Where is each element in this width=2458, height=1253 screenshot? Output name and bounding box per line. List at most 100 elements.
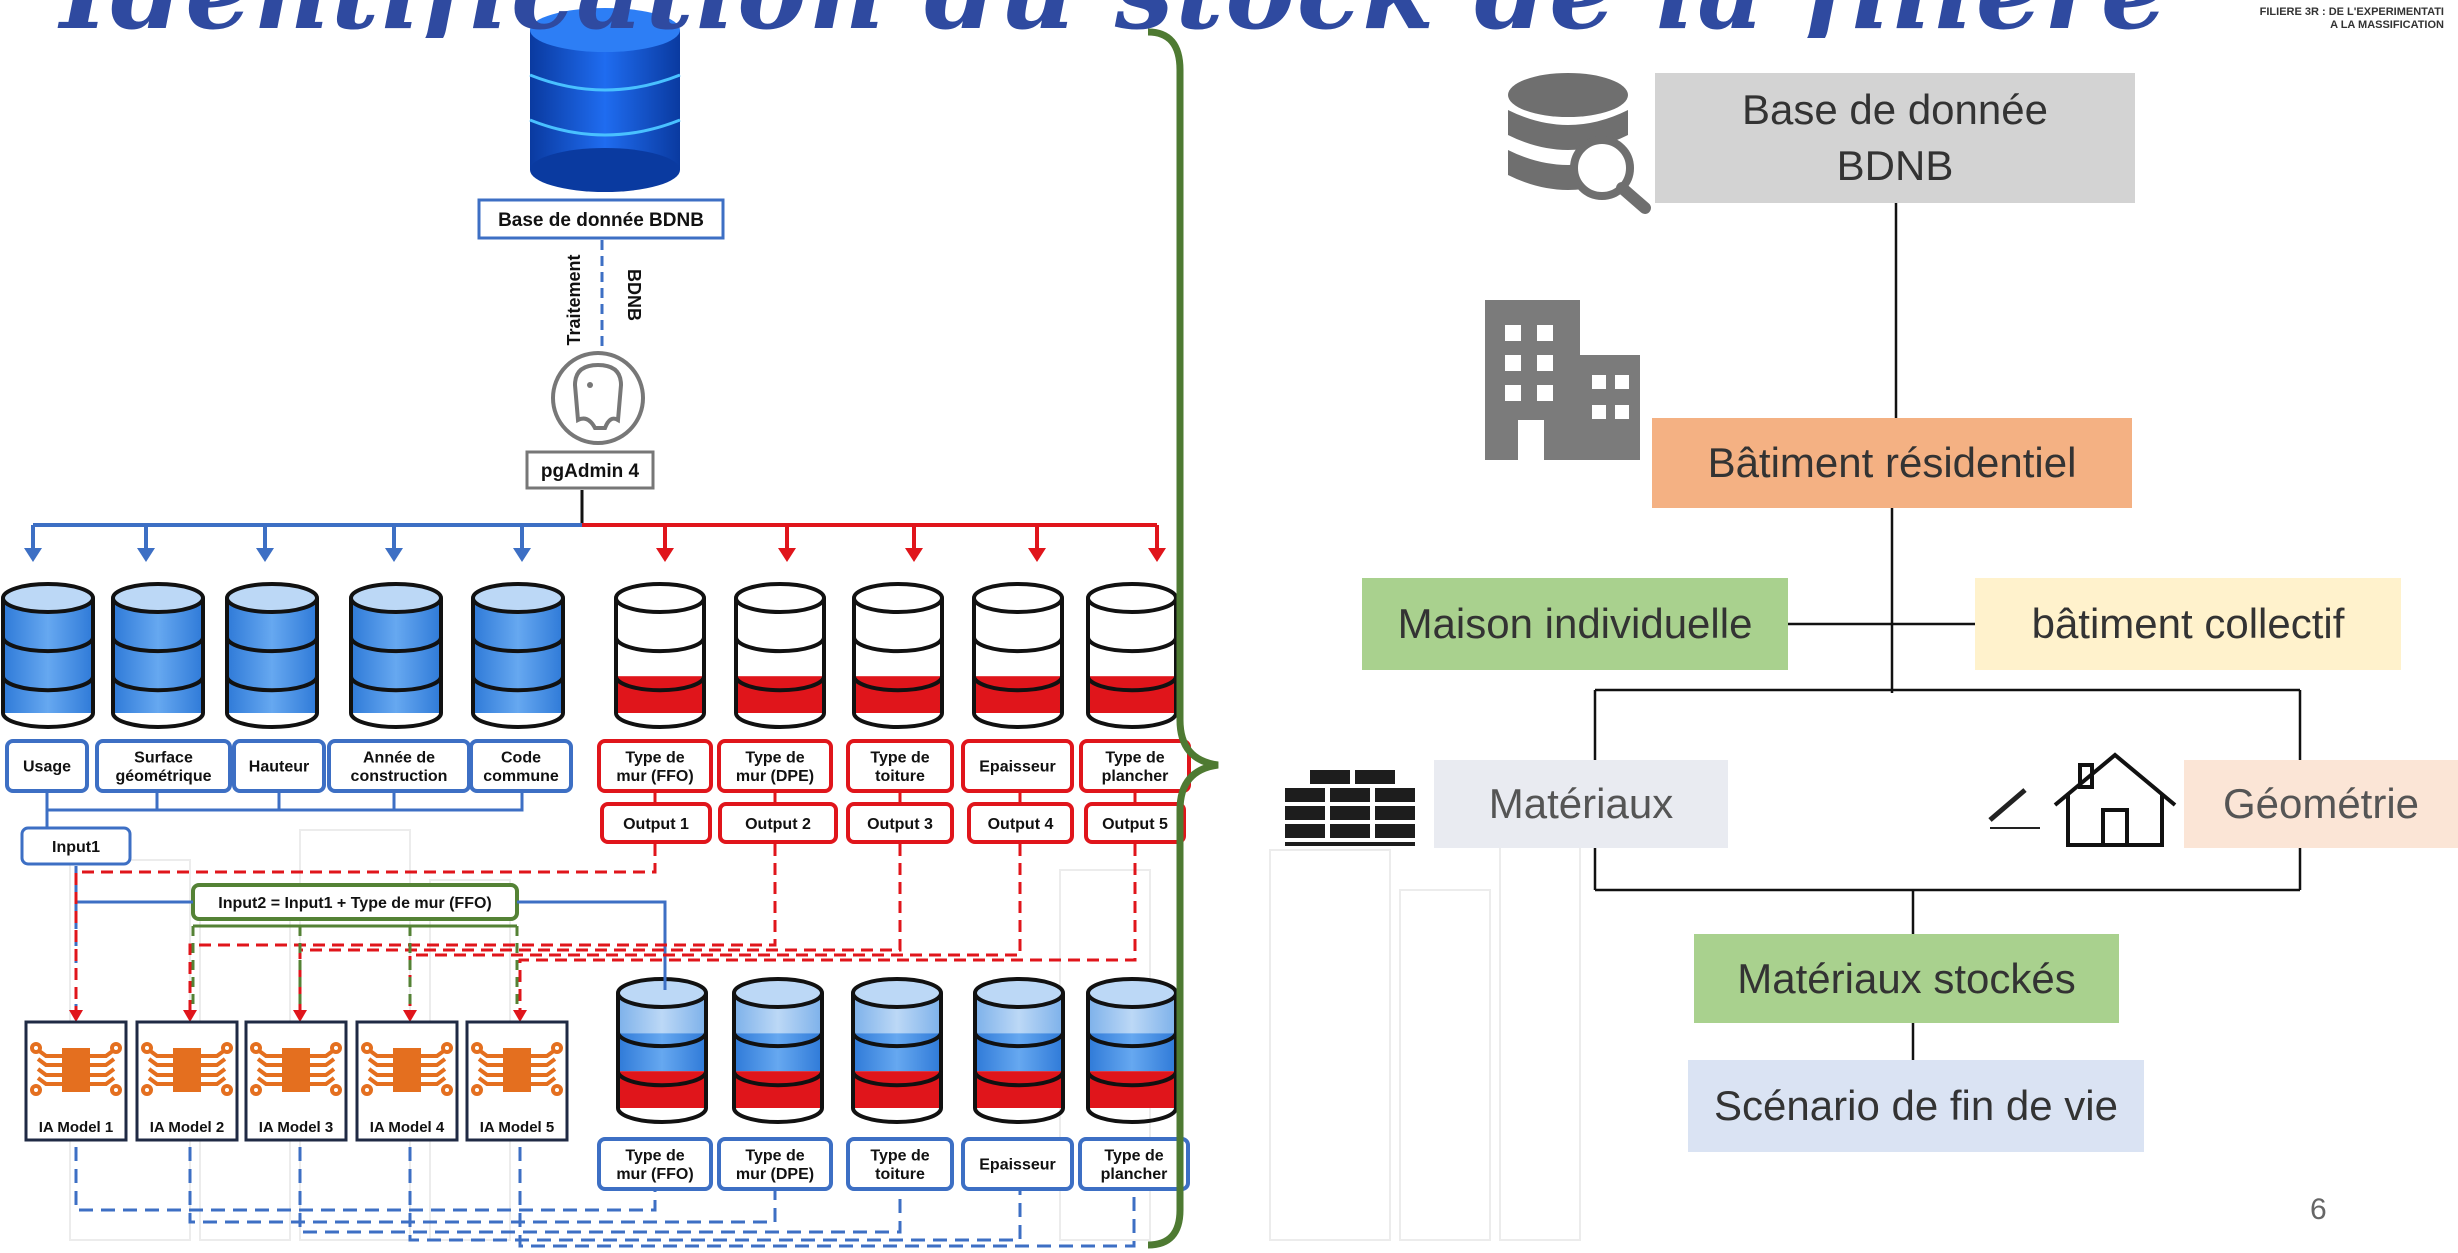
predicted-target-box-label: Type de — [870, 1147, 929, 1164]
slide-title-clip: Identification du stock de la filière d'… — [0, 0, 2200, 38]
input-feature-box-label: construction — [351, 768, 448, 785]
output-box-label: Output 4 — [988, 816, 1054, 833]
grouping-bracket — [1147, 28, 1219, 1249]
node-materiaux-stockes: Matériaux stockés — [1694, 934, 2119, 1023]
ia-model-box: IA Model 1 — [24, 1020, 128, 1142]
target-box-label: mur (DPE) — [736, 768, 814, 785]
output-box: Output 1 — [600, 802, 712, 844]
pgadmin-box — [525, 450, 655, 490]
predicted-target-box-label: mur (DPE) — [736, 1166, 814, 1183]
node-maison-individuelle: Maison individuelle — [1362, 578, 1788, 670]
pgadmin-label: pgAdmin 4 — [541, 461, 640, 482]
ia-model-label: IA Model 1 — [39, 1119, 113, 1136]
bdnb-database-icon — [529, 8, 681, 192]
node-scenario-label: Scénario de fin de vie — [1714, 1082, 2118, 1129]
input-feature-box-label: commune — [483, 768, 559, 785]
predicted-target-box-label: mur (FFO) — [616, 1166, 693, 1183]
ia-model-box: IA Model 5 — [465, 1020, 569, 1142]
ia-model-box: IA Model 4 — [355, 1020, 459, 1142]
ia-model-label: IA Model 4 — [370, 1119, 445, 1136]
node-stockes-label: Matériaux stockés — [1737, 954, 2076, 1002]
node-collectif-label: bâtiment collectif — [2031, 600, 2345, 647]
predicted-db-cylinder — [1086, 977, 1178, 1124]
output-box: Output 4 — [967, 802, 1074, 844]
input-feature-box-label: Hauteur — [249, 759, 309, 776]
target-box: Type de plancher — [1079, 739, 1191, 793]
ia-model-label: IA Model 2 — [150, 1119, 224, 1136]
ai-chip-icon — [141, 1042, 233, 1096]
input-feature-box-label: Code — [501, 749, 541, 766]
pencil-icon — [1988, 788, 2040, 829]
building-icon — [1485, 300, 1640, 460]
ai-chip-icon — [250, 1042, 342, 1096]
edge-label-bdnb: BDNB — [624, 269, 644, 321]
predicted-db-cylinder — [616, 977, 708, 1124]
target-box-label: Type de — [625, 749, 684, 766]
target-db-cylinder — [734, 582, 826, 729]
input-feature-box-label: Usage — [23, 759, 71, 776]
predicted-db-cylinder — [732, 977, 824, 1124]
ia-model-label: IA Model 3 — [259, 1119, 333, 1136]
node-materiaux: Matériaux — [1434, 760, 1728, 848]
target-box-label: Type de — [1105, 749, 1164, 766]
input1-label: Input1 — [52, 839, 100, 856]
output-box: Output 5 — [1084, 802, 1186, 844]
database-search-icon — [1508, 73, 1651, 214]
predicted-target-box: Type de toiture — [846, 1137, 954, 1191]
bdnb-box-label: Base de donnée BDNB — [498, 210, 704, 231]
predicted-target-box-label: Type de — [745, 1147, 804, 1164]
ia-model-box: IA Model 2 — [135, 1020, 239, 1142]
input-db-cylinder — [225, 582, 319, 729]
predicted-target-box: Type de mur (DPE) — [717, 1137, 833, 1191]
target-db-cylinder — [614, 582, 706, 729]
target-db-cylinder — [972, 582, 1064, 729]
target-box: Epaisseur — [961, 739, 1074, 793]
ai-chip-icon — [361, 1042, 453, 1096]
predicted-db-cylinder — [851, 977, 943, 1124]
input2-label: Input2 = Input1 + Type de mur (FFO) — [218, 895, 492, 912]
ia-model-label: IA Model 5 — [480, 1119, 554, 1136]
target-box-label: plancher — [1102, 768, 1169, 785]
predicted-target-box-label: plancher — [1101, 1166, 1168, 1183]
node-bdnb-line2: BDNB — [1836, 142, 1954, 189]
pgadmin-elephant-icon — [551, 351, 645, 445]
node-bdnb: Base de donnée BDNB — [1655, 73, 2135, 203]
node-scenario-fin-de-vie: Scénario de fin de vie — [1688, 1060, 2144, 1152]
target-box: Type de mur (DPE) — [717, 739, 833, 793]
predicted-target-box: Epaisseur — [961, 1137, 1074, 1191]
input-feature-box: Usage — [5, 739, 89, 793]
node-bdnb-line1: Base de donnée — [1742, 86, 2048, 133]
input-feature-box: Hauteur — [232, 739, 326, 793]
predicted-target-box-label: Epaisseur — [979, 1157, 1055, 1174]
bdnb-box — [477, 198, 725, 240]
output-box: Output 3 — [846, 802, 954, 844]
target-box: Type de mur (FFO) — [597, 739, 713, 793]
brick-wall-icon — [1285, 770, 1415, 846]
input1-box: Input1 — [20, 826, 132, 866]
target-box-label: toiture — [875, 768, 925, 785]
target-box-label: Type de — [870, 749, 929, 766]
input-db-cylinder — [111, 582, 205, 729]
slide-title: Identification du stock de la filière d'… — [60, 0, 2200, 38]
predicted-target-box-label: toiture — [875, 1166, 925, 1183]
input-feature-box-label: Année de — [363, 749, 435, 766]
header-note-line1: FILIERE 3R : DE L'EXPERIMENTATI — [2259, 6, 2444, 18]
output-box-label: Output 5 — [1102, 816, 1168, 833]
ai-chip-icon — [30, 1042, 122, 1096]
header-note-line2: A LA MASSIFICATION — [2330, 19, 2444, 31]
output-box-label: Output 3 — [867, 816, 933, 833]
target-db-cylinder — [1086, 582, 1178, 729]
input-feature-box-label: géométrique — [115, 768, 211, 785]
output-box-label: Output 2 — [745, 816, 811, 833]
ia-model-box: IA Model 3 — [244, 1020, 348, 1142]
target-box-label: mur (FFO) — [616, 768, 693, 785]
input-feature-box: Année de construction — [327, 739, 471, 793]
edge-label-traitement: Traitement — [564, 254, 584, 345]
page-number: 6 — [2310, 1193, 2327, 1226]
target-box-label: Type de — [745, 749, 804, 766]
target-box-label: Epaisseur — [979, 759, 1055, 776]
ai-chip-icon — [471, 1042, 563, 1096]
